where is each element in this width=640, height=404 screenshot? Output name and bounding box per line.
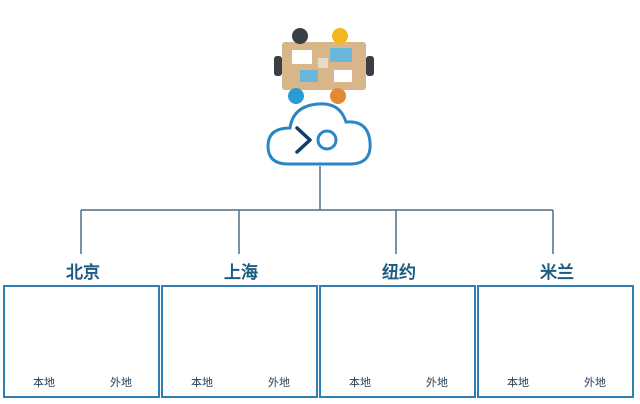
attendee-1	[332, 28, 348, 44]
logo-ring	[316, 129, 338, 151]
logo-chevron	[295, 126, 312, 154]
laptop-2	[300, 70, 318, 82]
laptop-1	[330, 48, 352, 62]
local-label: 本地	[349, 376, 371, 389]
cloud-logo-icon	[266, 102, 372, 166]
city-name: 上海	[224, 263, 258, 283]
city-panel	[477, 285, 634, 398]
city-panel	[319, 285, 476, 398]
remote-label: 外地	[584, 376, 606, 389]
attendee-0	[292, 28, 308, 44]
attendee-2	[288, 88, 304, 104]
cup	[318, 58, 328, 68]
meeting-table-icon	[274, 28, 374, 104]
remote-label: 外地	[426, 376, 448, 389]
local-label: 本地	[191, 376, 213, 389]
chair-left	[274, 56, 282, 76]
city-name: 米兰	[540, 263, 574, 283]
chair-right	[366, 56, 374, 76]
city-panel	[161, 285, 318, 398]
attendee-3	[330, 88, 346, 104]
paper-2	[334, 70, 352, 82]
remote-label: 外地	[268, 376, 290, 389]
remote-label: 外地	[110, 376, 132, 389]
paper-1	[292, 50, 312, 64]
local-label: 本地	[33, 376, 55, 389]
city-panel	[3, 285, 160, 398]
local-label: 本地	[507, 376, 529, 389]
city-name: 北京	[66, 263, 100, 283]
city-name: 纽约	[382, 263, 416, 283]
